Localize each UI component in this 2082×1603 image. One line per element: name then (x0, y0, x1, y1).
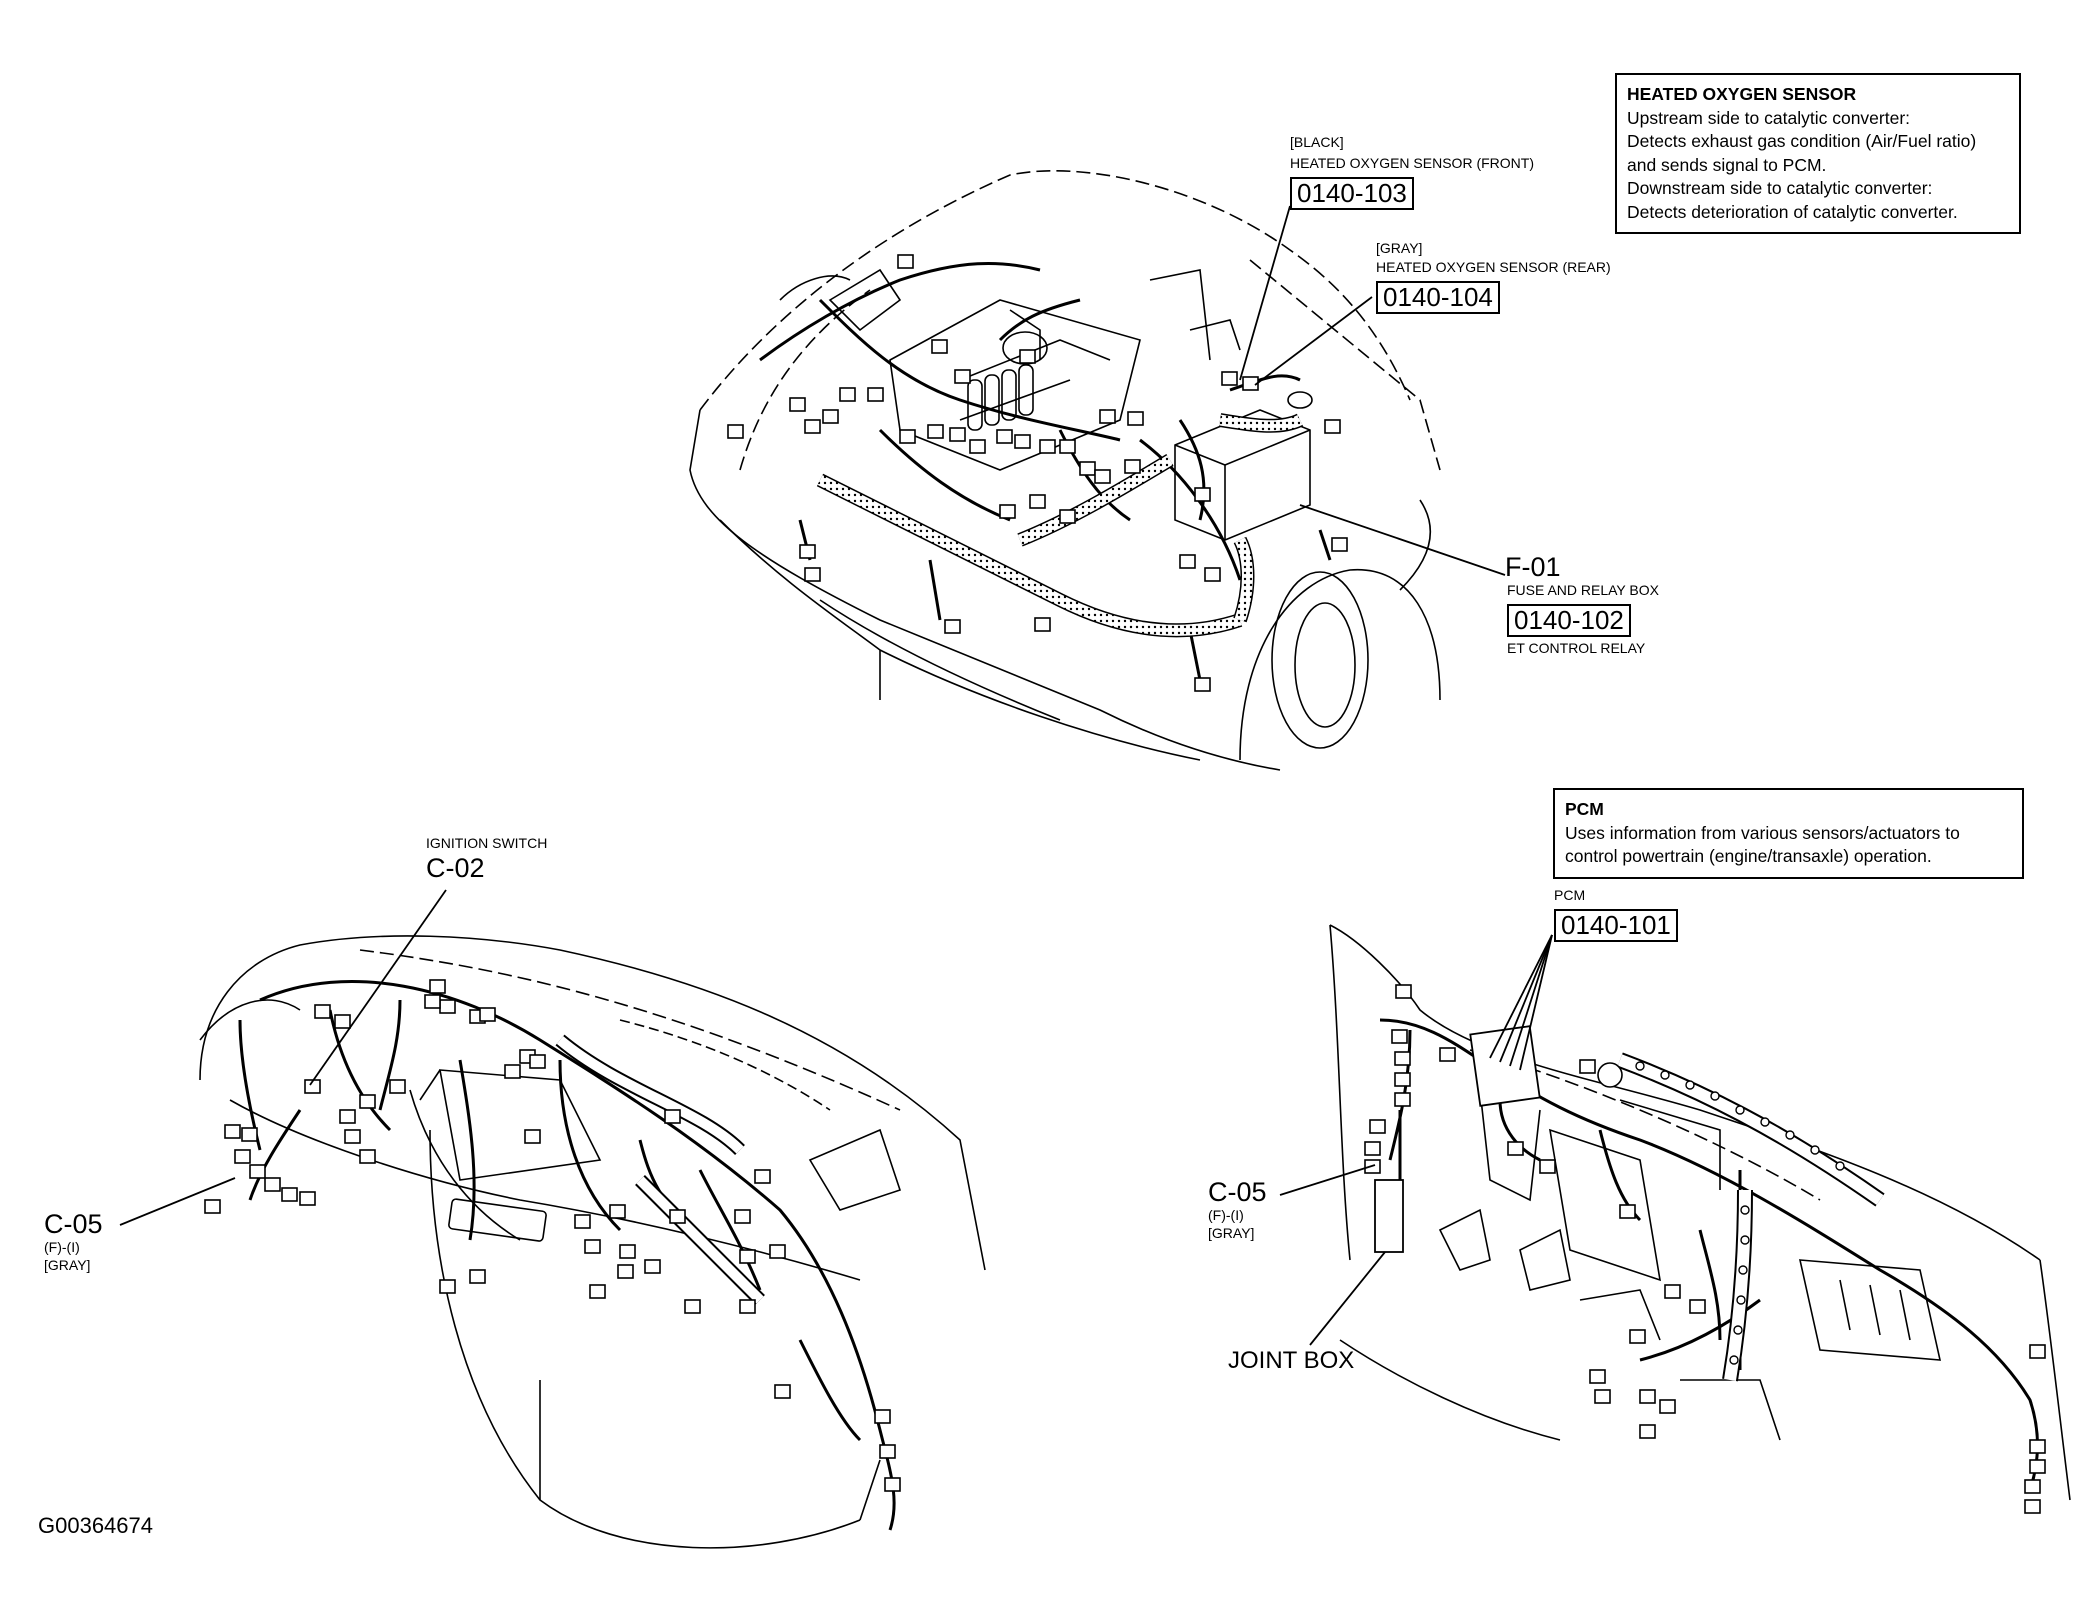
callout-pcm-code: 0140-101 (1554, 909, 1678, 942)
callout-c05-right-line2: [GRAY] (1208, 1225, 1255, 1241)
callout-ignition-name: IGNITION SWITCH (426, 835, 548, 851)
callout-hos-rear-name: HEATED OXYGEN SENSOR (REAR) (1376, 259, 1611, 275)
callout-fuse-box-id: F-01 (1505, 552, 1561, 582)
callout-hos-front-color: [BLACK] (1290, 134, 1344, 150)
callout-joint-box-name: JOINT BOX (1228, 1347, 1355, 1374)
callout-hos-front-name: HEATED OXYGEN SENSOR (FRONT) (1290, 155, 1534, 171)
callout-c05-left-line2: [GRAY] (44, 1257, 91, 1273)
callout-c05-left-id: C-05 (44, 1209, 103, 1239)
callout-fuse-box-name: FUSE AND RELAY BOX (1507, 582, 1659, 598)
dashboard-left-drawing (199, 935, 986, 1549)
info-box-line: Downstream side to catalytic converter: (1627, 178, 1933, 198)
info-box-heated-oxygen-sensor: HEATED OXYGEN SENSOR Upstream side to ca… (1615, 73, 2021, 234)
engine-connectors (727, 254, 1348, 692)
info-box-pcm: PCM Uses information from various sensor… (1553, 788, 2024, 879)
callout-pcm-name: PCM (1554, 887, 1586, 903)
pcm-unit (1469, 1025, 1541, 1107)
joint-box-unit (1374, 1179, 1404, 1253)
engine-leader-lines (1239, 205, 1506, 576)
info-box-line: Detects deterioration of catalytic conve… (1627, 201, 1958, 222)
info-box-line: Detects exhaust gas condition (Air/Fuel … (1627, 131, 1977, 151)
engine-compartment-drawing (689, 170, 1441, 771)
callout-hos-rear-color: [GRAY] (1376, 240, 1423, 256)
callout-ignition-id: C-02 (426, 853, 485, 883)
callout-c05-right-line1: (F)-(I) (1208, 1207, 1244, 1223)
info-box-line: control powertrain (engine/transaxle) op… (1565, 846, 1932, 866)
dashboard-right-leader-lines (1279, 934, 1553, 1346)
steering-lock-round (1597, 1062, 1623, 1088)
dashboard-right-harness-dots (1635, 1061, 1845, 1365)
dashboard-left-harness (238, 979, 896, 1531)
info-box-line: Upstream side to catalytic converter: (1627, 107, 1911, 128)
info-box-title: PCM (1565, 799, 1604, 819)
info-box-line: Uses information from various sensors/ac… (1565, 822, 1960, 843)
callout-fuse-box-sub: ET CONTROL RELAY (1507, 640, 1646, 656)
dashboard-left-connectors (204, 979, 901, 1492)
callout-c05-right-id: C-05 (1208, 1177, 1267, 1207)
info-box-title: HEATED OXYGEN SENSOR (1627, 84, 1857, 104)
dashboard-right-drawing (1329, 924, 2071, 1501)
callout-c05-left-line1: (F)-(I) (44, 1239, 80, 1255)
callout-hos-front-code: 0140-103 (1290, 177, 1414, 210)
dashboard-left-leader-lines (119, 889, 447, 1226)
callout-hos-rear-code: 0140-104 (1376, 281, 1500, 314)
callout-fuse-box-code: 0140-102 (1507, 604, 1631, 637)
dashboard-right-connectors (1364, 984, 2046, 1514)
info-box-line: and sends signal to PCM. (1627, 154, 1827, 175)
figure-id: G00364674 (38, 1513, 153, 1538)
